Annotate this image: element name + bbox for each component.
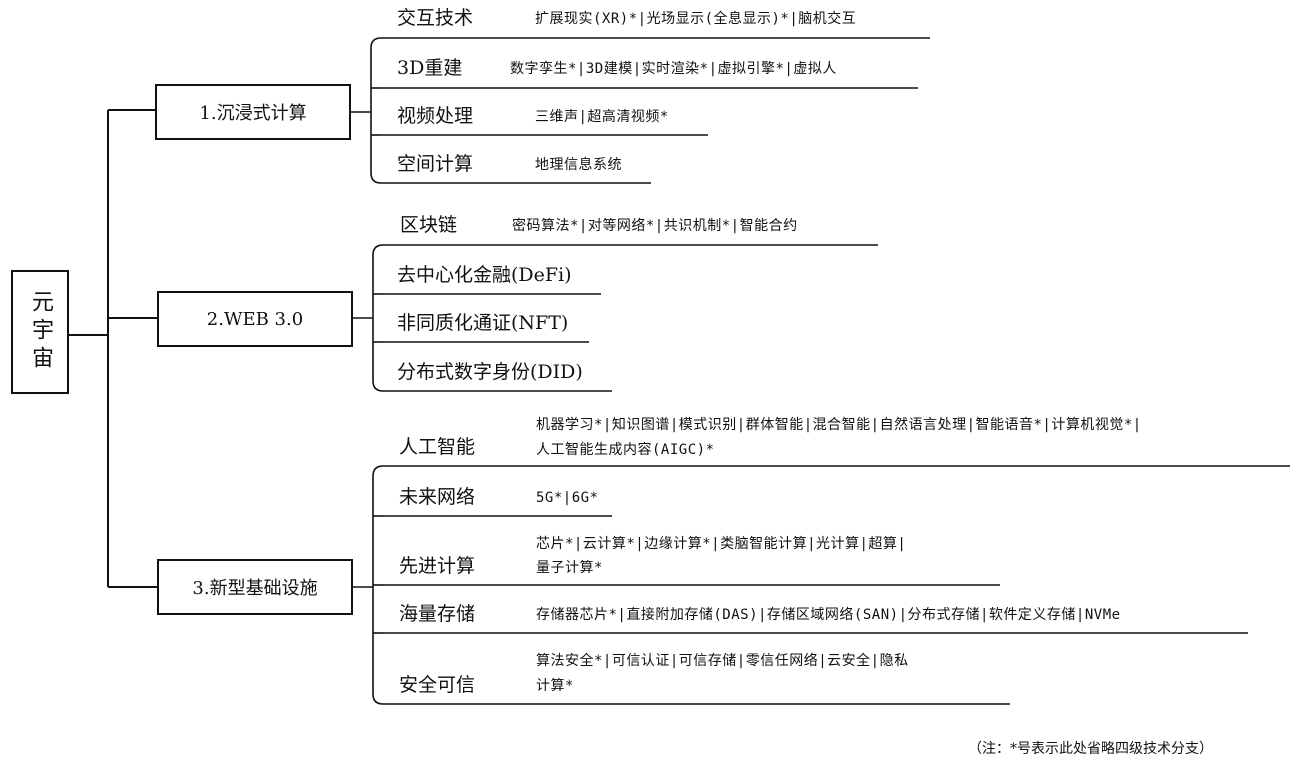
leaf-text: 地理信息系统 <box>535 157 622 173</box>
sub-node-label: 区块链 <box>400 214 458 236</box>
root-node: 元宇宙 <box>11 270 69 394</box>
branch-node-immersive: 1.沉浸式计算 <box>155 84 351 140</box>
leaf-text: 人工智能生成内容(AIGC)* <box>536 442 715 458</box>
leaf-text: 计算* <box>536 678 574 694</box>
branch-label: 1.沉浸式计算 <box>199 103 307 124</box>
sub-node-label: 安全可信 <box>399 674 476 696</box>
leaf-text: 芯片*|云计算*|边缘计算*|类脑智能计算|光计算|超算| <box>536 536 907 552</box>
sub-node-label: 空间计算 <box>397 153 474 175</box>
leaf-text: 算法安全*|可信认证|可信存储|零信任网络|云安全|隐私 <box>536 653 909 669</box>
sub-node-label: 未来网络 <box>399 486 476 508</box>
leaf-text: 三维声|超高清视频* <box>535 109 669 125</box>
branch-node-infrastructure: 3.新型基础设施 <box>157 559 353 615</box>
leaf-text: 数字孪生*|3D建模|实时渲染*|虚拟引擎*|虚拟人 <box>510 61 837 77</box>
sub-node-label: 海量存储 <box>399 603 476 625</box>
branch-label: 3.新型基础设施 <box>192 578 318 599</box>
sub-node-label: 非同质化通证(NFT) <box>397 312 569 334</box>
leaf-text: 量子计算* <box>536 560 603 576</box>
leaf-text: 密码算法*|对等网络*|共识机制*|智能合约 <box>512 218 798 234</box>
connector-line <box>372 244 384 392</box>
sub-node-label: 3D重建 <box>397 57 463 79</box>
sub-node-label: 分布式数字身份(DID) <box>397 361 583 383</box>
footnote: （注：*号表示此处省略四级技术分支） <box>968 741 1213 757</box>
sub-node-label: 视频处理 <box>397 105 474 127</box>
leaf-text: 5G*|6G* <box>536 490 599 506</box>
sub-node-label: 先进计算 <box>399 555 476 577</box>
leaf-text: 机器学习*|知识图谱|模式识别|群体智能|混合智能|自然语言处理|智能语音*|计… <box>536 417 1142 433</box>
sub-node-label: 交互技术 <box>397 7 474 29</box>
sub-node-label: 去中心化金融(DeFi) <box>397 264 572 286</box>
branch-node-web3: 2.WEB 3.0 <box>157 291 353 347</box>
branch-label: 2.WEB 3.0 <box>206 308 304 330</box>
sub-node-label: 人工智能 <box>399 436 476 458</box>
connector-line <box>370 37 382 184</box>
leaf-text: 存储器芯片*|直接附加存储(DAS)|存储区域网络(SAN)|分布式存储|软件定… <box>536 607 1121 623</box>
leaf-text: 扩展现实(XR)*|光场显示(全息显示)*|脑机交互 <box>535 11 857 27</box>
root-label: 元宇宙 <box>28 290 53 374</box>
